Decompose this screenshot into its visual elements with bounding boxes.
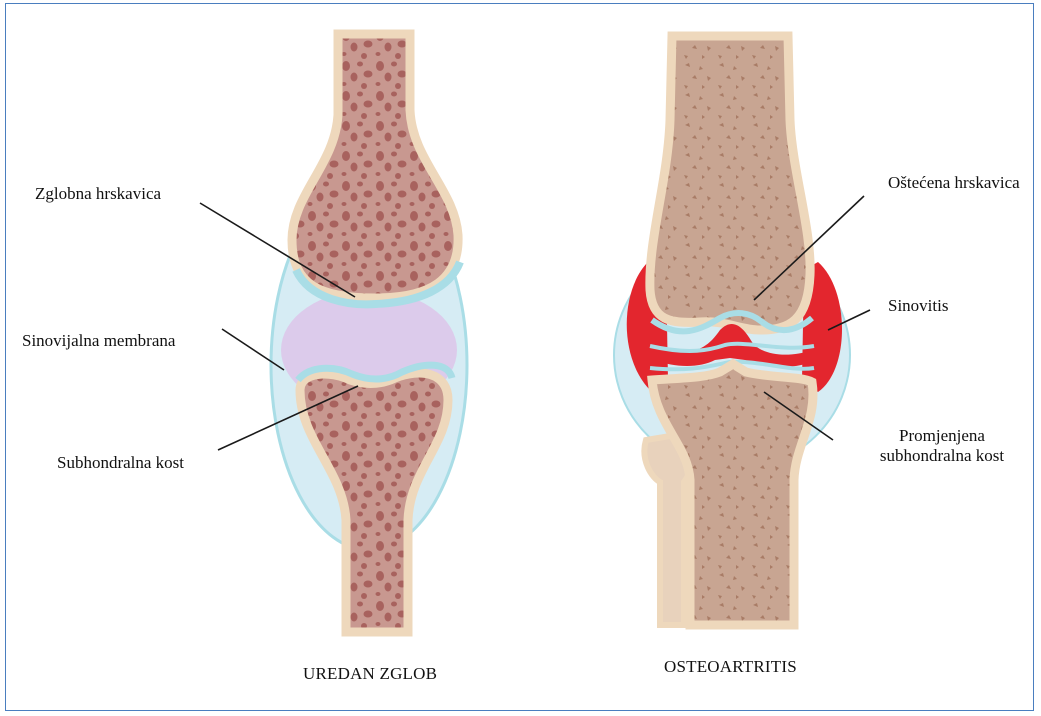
label-damaged-cartilage: Oštećena hrskavica xyxy=(888,173,1020,193)
label-articular-cartilage: Zglobna hrskavica xyxy=(35,184,161,204)
label-changed-bone: Promjenjena subhondralna kost xyxy=(862,426,1022,466)
caption-osteoarthritis: OSTEOARTRITIS xyxy=(664,657,797,677)
oa-joint xyxy=(614,36,850,625)
upper-bone-normal xyxy=(292,34,458,298)
caption-normal-joint: UREDAN ZGLOB xyxy=(303,664,437,684)
label-subchondral-bone: Subhondralna kost xyxy=(57,453,184,473)
upper-bone-oa xyxy=(650,36,810,330)
label-synovial-membrane: Sinovijalna membrana xyxy=(22,331,175,351)
normal-joint xyxy=(271,34,467,632)
label-changed-bone-line1: Promjenjena xyxy=(862,426,1022,446)
label-synovitis: Sinovitis xyxy=(888,296,948,316)
label-changed-bone-line2: subhondralna kost xyxy=(862,446,1022,466)
